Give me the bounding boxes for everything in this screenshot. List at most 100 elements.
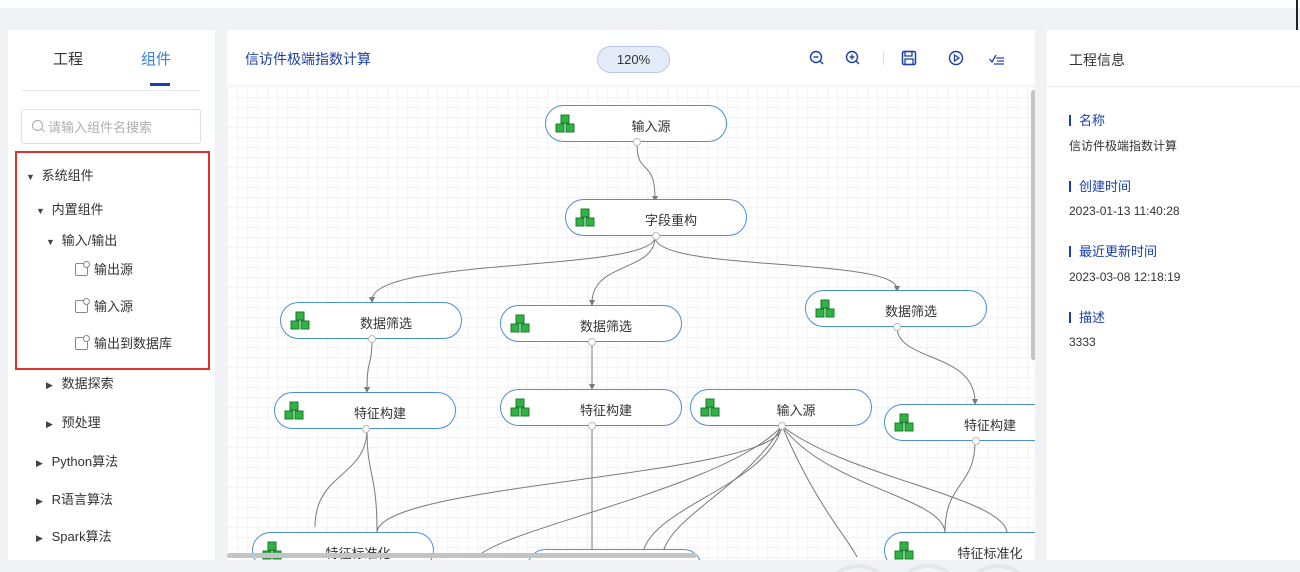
output-port[interactable] bbox=[652, 232, 660, 240]
workflow-node-data-filter[interactable]: 数据筛选 bbox=[280, 302, 462, 343]
tree-label: R语言算法 bbox=[51, 492, 114, 507]
label-text: 描述 bbox=[1079, 310, 1106, 325]
component-cubes-icon bbox=[555, 114, 575, 133]
workflow-node-data-filter[interactable]: 数据筛选 bbox=[500, 305, 682, 346]
tab-components[interactable]: 组件 bbox=[141, 51, 172, 68]
caret-right-icon: ▶ bbox=[36, 533, 43, 543]
tree-label: 输入源 bbox=[94, 299, 134, 314]
component-icon bbox=[75, 298, 90, 313]
vertical-scrollbar[interactable] bbox=[1031, 90, 1035, 360]
component-panel: 工程 组件 ▼ 系统组件 ▼ 内置组件 ▼ 输入/输出 输出源 输入源 输出到数… bbox=[8, 30, 215, 560]
output-port[interactable] bbox=[362, 425, 370, 433]
caret-right-icon: ▶ bbox=[46, 380, 53, 390]
caret-right-icon: ▶ bbox=[36, 458, 43, 468]
window-edge bbox=[1296, 0, 1298, 36]
node-label: 特征标准化 bbox=[957, 546, 1023, 560]
component-icon bbox=[75, 335, 90, 350]
component-output-to-database[interactable]: 输出到数据库 bbox=[75, 333, 172, 352]
workflow-node-data-filter[interactable]: 数据筛选 bbox=[805, 290, 987, 331]
field-value-updated-time: 2023-03-08 12:18:19 bbox=[1069, 270, 1181, 284]
workflow-node-feature-construction[interactable]: 特征构建 bbox=[274, 392, 456, 433]
node-label: 字段重构 bbox=[644, 213, 697, 228]
tree-item-data-exploration[interactable]: ▶ 数据探索 bbox=[46, 373, 114, 392]
panel-divider bbox=[1047, 86, 1300, 87]
workflow-node-input-source[interactable]: 输入源 bbox=[690, 389, 872, 430]
output-port[interactable] bbox=[972, 437, 980, 445]
tree-label: 输入/输出 bbox=[61, 233, 118, 248]
caret-right-icon: ▶ bbox=[36, 496, 43, 506]
tree-item-r-algorithms[interactable]: ▶ R语言算法 bbox=[36, 489, 113, 508]
output-port[interactable] bbox=[893, 323, 901, 331]
node-label: 特征构建 bbox=[579, 403, 632, 418]
tree-label: Python算法 bbox=[51, 454, 119, 469]
component-cubes-icon bbox=[284, 401, 304, 420]
tab-project[interactable]: 工程 bbox=[53, 51, 84, 68]
workflow-canvas[interactable]: 输入源 字段重构 数据筛选 数据筛选 数据筛选 特征构建 bbox=[227, 87, 1035, 560]
active-tab-indicator bbox=[150, 83, 170, 86]
tree-item-preprocessing[interactable]: ▶ 预处理 bbox=[46, 412, 101, 431]
zoom-out-icon[interactable] bbox=[808, 49, 826, 67]
component-cubes-icon bbox=[510, 314, 530, 333]
field-value-created-time: 2023-01-13 11:40:28 bbox=[1069, 204, 1180, 218]
output-port[interactable] bbox=[588, 338, 596, 346]
annotation-highlight-box bbox=[15, 151, 210, 370]
output-port[interactable] bbox=[633, 138, 641, 146]
label-bar bbox=[1069, 115, 1071, 126]
caret-down-icon: ▼ bbox=[46, 237, 55, 247]
field-label-name: 名称 bbox=[1069, 110, 1105, 129]
tree-label: 预处理 bbox=[61, 415, 101, 430]
workflow-node-field-restructure[interactable]: 字段重构 bbox=[565, 199, 747, 240]
zoom-in-icon[interactable] bbox=[844, 49, 862, 67]
top-bar bbox=[0, 0, 1300, 8]
tree-item-python-algorithms[interactable]: ▶ Python算法 bbox=[36, 451, 118, 470]
node-label: 数据筛选 bbox=[884, 304, 937, 319]
workflow-node-input-source[interactable]: 输入源 bbox=[545, 105, 727, 146]
workflow-panel: 信访件极端指数计算 120% bbox=[227, 30, 1035, 560]
label-bar bbox=[1069, 181, 1071, 192]
tree-item-builtin-components[interactable]: ▼ 内置组件 bbox=[36, 199, 104, 218]
label-text: 创建时间 bbox=[1079, 179, 1132, 194]
search-input[interactable] bbox=[48, 117, 198, 137]
component-cubes-icon bbox=[700, 398, 720, 417]
field-value-description: 3333 bbox=[1069, 335, 1096, 349]
workflow-node-feature-construction[interactable]: 特征构建 bbox=[884, 404, 1035, 445]
search-icon bbox=[32, 120, 43, 131]
component-cubes-icon bbox=[290, 311, 310, 330]
node-label: 输入源 bbox=[776, 403, 816, 418]
check-icon[interactable] bbox=[988, 49, 1006, 67]
output-port[interactable] bbox=[588, 422, 596, 430]
field-label-description: 描述 bbox=[1069, 307, 1105, 326]
toolbar-divider bbox=[883, 51, 884, 65]
caret-down-icon: ▼ bbox=[36, 206, 45, 216]
component-output-source[interactable]: 输出源 bbox=[75, 259, 133, 278]
zoom-level: 120% bbox=[597, 46, 670, 73]
tree-label: 输出源 bbox=[94, 262, 134, 277]
project-title: 信访件极端指数计算 bbox=[245, 51, 371, 67]
component-cubes-icon bbox=[894, 541, 914, 560]
component-icon bbox=[75, 261, 90, 276]
caret-down-icon: ▼ bbox=[26, 172, 35, 182]
node-label: 特征构建 bbox=[353, 406, 406, 421]
run-icon[interactable] bbox=[947, 49, 965, 67]
component-search[interactable] bbox=[21, 109, 201, 144]
label-bar bbox=[1069, 246, 1071, 257]
save-icon[interactable] bbox=[900, 49, 918, 67]
label-text: 最近更新时间 bbox=[1079, 244, 1158, 259]
tree-item-spark-algorithms[interactable]: ▶ Spark算法 bbox=[36, 526, 112, 545]
tree-item-system-components[interactable]: ▼ 系统组件 bbox=[26, 165, 94, 184]
output-port[interactable] bbox=[368, 335, 376, 343]
tree-label: 内置组件 bbox=[51, 202, 104, 217]
canvas-toolbar: 信访件极端指数计算 120% bbox=[227, 30, 1035, 86]
node-label: 数据筛选 bbox=[579, 319, 632, 334]
output-port[interactable] bbox=[778, 422, 786, 430]
tree-item-input-output[interactable]: ▼ 输入/输出 bbox=[46, 230, 117, 249]
panel-tabs: 工程 组件 bbox=[8, 30, 215, 91]
workflow-node-feature-standardization[interactable]: 特征标准化 bbox=[884, 532, 1035, 560]
workflow-node-feature-construction[interactable]: 特征构建 bbox=[500, 389, 682, 430]
horizontal-scrollbar[interactable] bbox=[227, 553, 697, 558]
panel-title: 工程信息 bbox=[1069, 52, 1125, 68]
label-bar bbox=[1069, 312, 1071, 323]
component-input-source[interactable]: 输入源 bbox=[75, 296, 133, 315]
tree-label: Spark算法 bbox=[51, 529, 112, 544]
field-value-name: 信访件极端指数计算 bbox=[1069, 139, 1178, 153]
